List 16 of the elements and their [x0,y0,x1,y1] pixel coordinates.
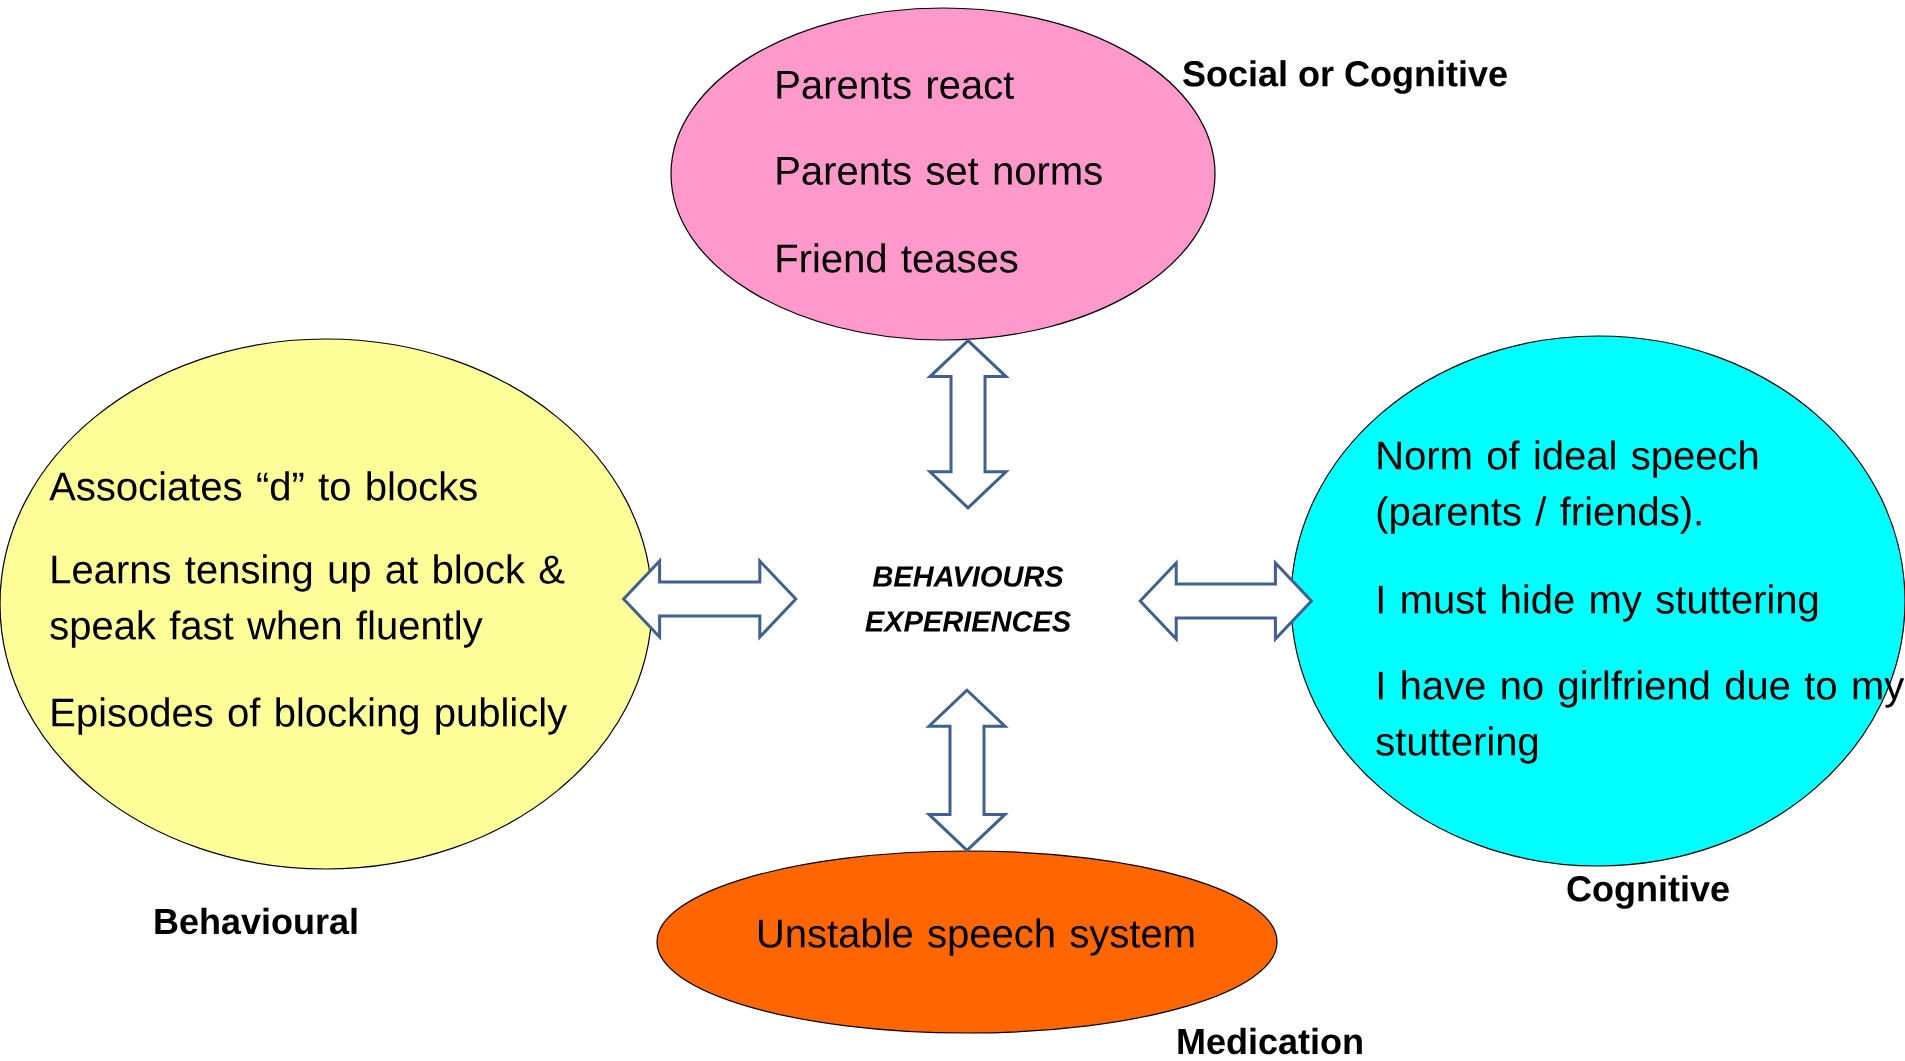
double-arrow [925,688,1009,853]
node-text: Unstable speech system [759,918,1194,956]
node-text: Associates “d” to blocks [49,471,477,501]
node-caption: Social or Cognitive [1183,60,1507,94]
center-text: BEHAVIOURS EXPERIENCES [865,566,1071,632]
node-text: Friend teases [777,243,1018,273]
node-text: Norm of ideal speech (parents / friends). [1377,440,1758,534]
node-caption: Medication [1178,1027,1362,1055]
node-text: I must hide my stuttering [1378,584,1818,622]
node-text: Parents react [777,71,1014,99]
node-text: Episodes of blocking publicly [52,697,568,735]
node-text: Parents set norms [777,157,1102,185]
double-arrow [1138,559,1314,643]
node-caption: Cognitive [1567,875,1729,909]
node-text: Learns tensing up at block & speak fast when fluently [50,554,565,648]
node-caption: Behavioural [155,907,357,935]
